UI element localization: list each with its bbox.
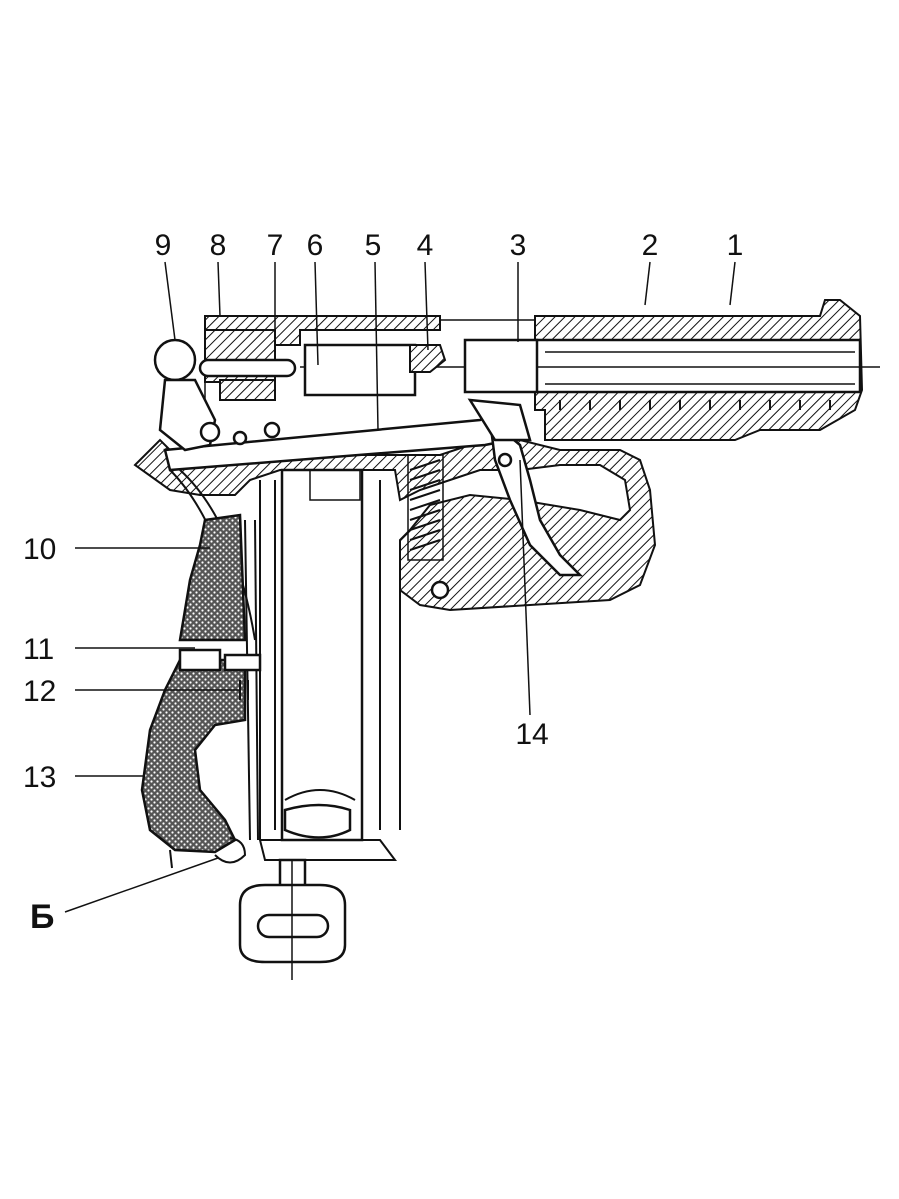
leader-4 [424, 261, 429, 351]
callout-1: 1 [727, 229, 744, 262]
leader-lines [64, 261, 736, 913]
callout-7: 7 [267, 229, 284, 262]
leader-14 [519, 459, 531, 716]
grip [140, 513, 259, 869]
callout-9: 9 [155, 229, 172, 262]
callout-12: 12 [23, 675, 56, 708]
callout-4: 4 [417, 229, 434, 262]
leader-2 [644, 261, 651, 306]
leader-6 [314, 261, 319, 366]
frame [133, 438, 657, 861]
callout-2: 2 [642, 229, 659, 262]
trigger-assembly [163, 398, 584, 577]
leader-1 [729, 261, 736, 306]
callout-14: 14 [515, 718, 548, 751]
leader-B [64, 857, 219, 913]
callout-8: 8 [210, 229, 227, 262]
hammer [153, 338, 281, 641]
barrel [300, 338, 880, 410]
leader-8 [217, 261, 221, 317]
callout-3: 3 [510, 229, 527, 262]
breech [198, 338, 539, 397]
callout-13: 13 [23, 761, 56, 794]
magazine [280, 468, 364, 842]
callout-6: 6 [307, 229, 324, 262]
leader-9 [164, 261, 176, 341]
leader-5 [374, 261, 379, 431]
callout-11: 11 [23, 633, 54, 666]
callout-5: 5 [365, 229, 382, 262]
callout-B: Б [30, 898, 54, 936]
lanyard-ring [238, 858, 347, 980]
magazine-catch [178, 648, 262, 700]
recoil-spring [407, 454, 444, 561]
callout-10: 10 [23, 533, 56, 566]
